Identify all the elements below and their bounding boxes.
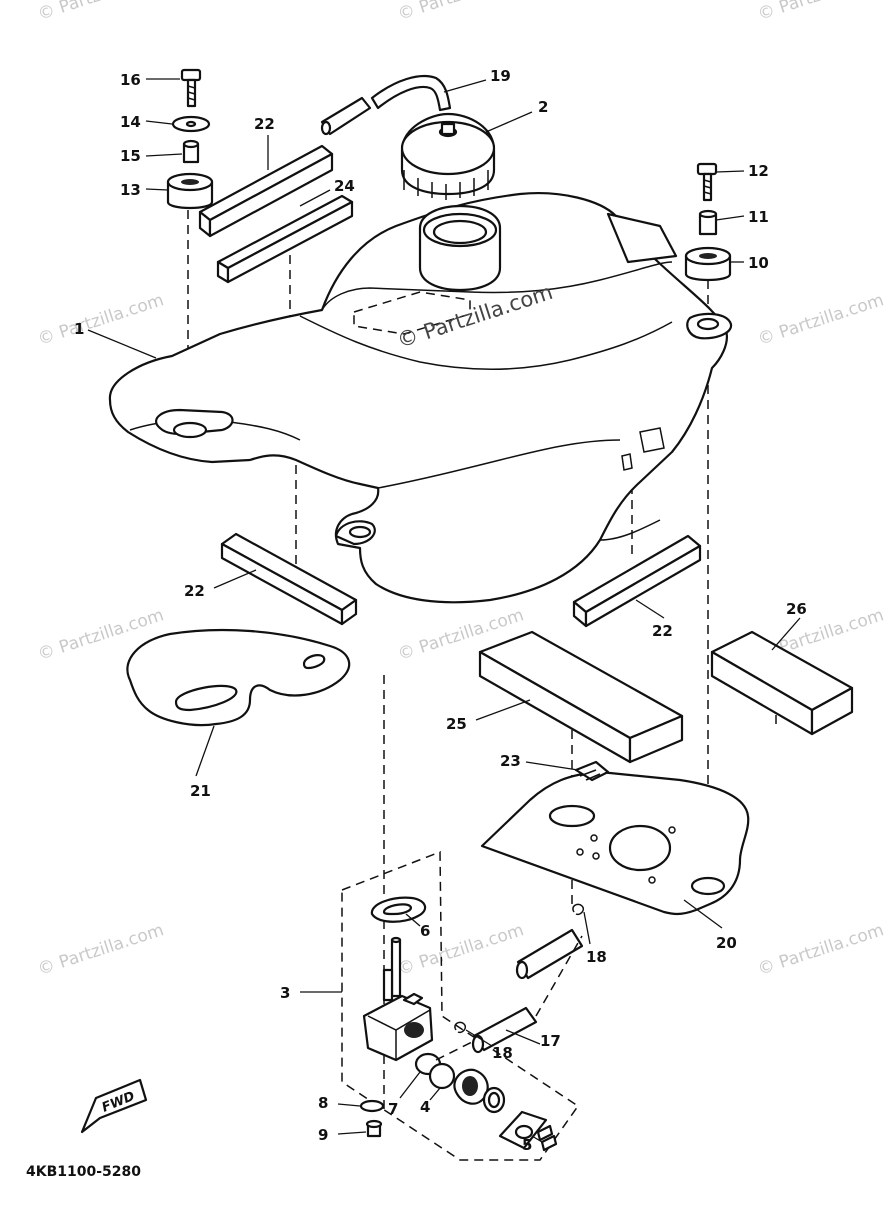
callout-5: 5 (522, 1136, 532, 1154)
callout-20: 20 (716, 934, 737, 952)
callout-23: 23 (500, 752, 521, 770)
drawing-code: 4KB1100-5280 (26, 1164, 141, 1180)
callout-17: 17 (540, 1032, 561, 1050)
watermark: © Partzilla.com (395, 920, 526, 980)
protector-sheet (126, 628, 351, 727)
callout-25: 25 (446, 715, 467, 733)
callout-22-left: 22 (184, 582, 205, 600)
leader-lines (87, 78, 801, 1143)
callout-15: 15 (120, 147, 141, 165)
fwd-arrow-icon: FWD (80, 1078, 148, 1134)
fuel-tank (108, 192, 733, 604)
mount-hardware-left (166, 68, 214, 210)
callout-16: 16 (120, 71, 141, 89)
watermark: © Partzilla.com (755, 290, 886, 350)
callout-19: 19 (490, 67, 511, 85)
callout-24: 24 (334, 177, 355, 195)
callout-1: 1 (74, 320, 84, 338)
watermark: © Partzilla.com (395, 0, 526, 25)
damper-strips (198, 144, 702, 628)
fuel-cock-assembly (341, 850, 580, 1161)
callout-10: 10 (748, 254, 769, 272)
callout-7: 7 (388, 1100, 398, 1118)
callout-11: 11 (748, 208, 769, 226)
callout-14: 14 (120, 113, 141, 131)
watermark: © Partzilla.com (35, 920, 166, 980)
callout-22-right: 22 (652, 622, 673, 640)
callout-labels: 16 14 15 13 1 22 24 19 2 12 11 10 22 22 … (74, 67, 807, 1154)
callout-6: 6 (420, 922, 430, 940)
callout-2: 2 (538, 98, 548, 116)
clip (574, 760, 610, 782)
callout-18-left: 18 (492, 1044, 513, 1062)
callout-9: 9 (318, 1126, 328, 1144)
callout-8: 8 (318, 1094, 328, 1112)
fuel-cap (400, 112, 496, 200)
watermark: © Partzilla.com (755, 920, 886, 980)
callout-22-top: 22 (254, 115, 275, 133)
watermark: © Partzilla.com (755, 0, 886, 25)
callout-21: 21 (190, 782, 211, 800)
damper-pads (478, 630, 854, 764)
callout-12: 12 (748, 162, 769, 180)
base-plate (480, 770, 750, 916)
mount-hardware-right (684, 162, 732, 282)
fuel-hose (435, 903, 585, 1061)
callout-18-right: 18 (586, 948, 607, 966)
callout-4: 4 (420, 1098, 430, 1116)
watermark: © Partzilla.com (35, 0, 166, 25)
watermark: © Partzilla.com (35, 290, 166, 350)
callout-3: 3 (280, 984, 290, 1002)
callout-26: 26 (786, 600, 807, 618)
breather-hose (320, 74, 452, 136)
callout-13: 13 (120, 181, 141, 199)
